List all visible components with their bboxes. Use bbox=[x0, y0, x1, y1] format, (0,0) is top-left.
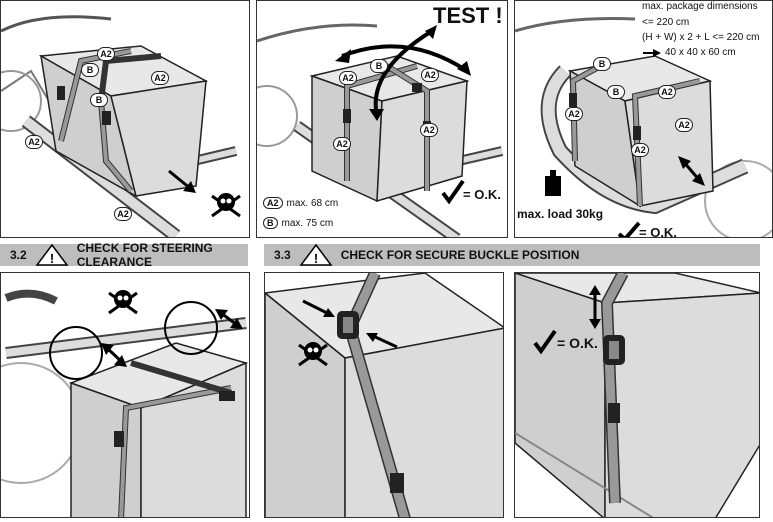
label-b: B bbox=[370, 59, 388, 73]
panel-steering-clearance bbox=[0, 272, 250, 518]
legend-code: A2 bbox=[263, 197, 283, 209]
section-bar-buckle: 3.3 ! CHECK FOR SECURE BUCKLE POSITION bbox=[264, 243, 760, 266]
legend-text: max. 75 cm bbox=[281, 217, 334, 229]
label-b: B bbox=[607, 85, 625, 99]
svg-text:!: ! bbox=[314, 251, 318, 266]
label-a2: A2 bbox=[658, 85, 676, 99]
warning-triangle-icon: ! bbox=[35, 243, 69, 266]
label-b: B bbox=[593, 57, 611, 71]
label-b: B bbox=[90, 93, 108, 107]
label-a2: A2 bbox=[420, 123, 438, 137]
panel-dimensions: max. package dimensions <= 220 cm (H + W… bbox=[514, 0, 773, 238]
test-label: TEST ! bbox=[433, 3, 503, 28]
section-title: CHECK FOR STEERING CLEARANCE bbox=[76, 241, 213, 269]
ok-label: = O.K. bbox=[463, 187, 501, 202]
label-a2: A2 bbox=[565, 107, 583, 121]
label-a2: A2 bbox=[333, 137, 351, 151]
panel-strap-overview: A2 A2 B B A2 A2 bbox=[0, 0, 250, 238]
label-a2: A2 bbox=[339, 71, 357, 85]
dims-line: <= 220 cm bbox=[642, 17, 690, 28]
dims-line: (H + W) x 2 + L <= 220 cm bbox=[642, 32, 760, 43]
skull-crossbones-icon bbox=[211, 193, 241, 218]
section-number: 3.2 bbox=[10, 248, 27, 262]
bike-box-strap-illustration bbox=[1, 15, 241, 237]
buckle-correct-position-illustration bbox=[515, 273, 759, 517]
svg-text:!: ! bbox=[50, 251, 54, 266]
panel-test: TEST ! A2 B A2 A2 A2 = O.K. A2 max. 68 c… bbox=[256, 0, 508, 238]
label-a2: A2 bbox=[97, 47, 115, 61]
legend-text: max. 68 cm bbox=[286, 197, 339, 209]
steering-clearance-illustration bbox=[1, 289, 249, 517]
trailer-box-illustration bbox=[515, 17, 772, 237]
checkmark-icon bbox=[533, 329, 557, 355]
warning-triangle-icon: ! bbox=[299, 243, 333, 266]
ok-label: = O.K. bbox=[639, 225, 677, 238]
label-a2: A2 bbox=[421, 68, 439, 82]
skull-crossbones-icon bbox=[108, 290, 138, 315]
section-bar-steering: 3.2 ! CHECK FOR STEERING CLEARANCE bbox=[0, 241, 248, 269]
label-a2: A2 bbox=[151, 71, 169, 85]
legend-code: B bbox=[263, 217, 278, 229]
section-title: CHECK FOR SECURE BUCKLE POSITION bbox=[340, 248, 580, 262]
skull-crossbones-icon bbox=[298, 342, 328, 367]
dims-line: 40 x 40 x 60 cm bbox=[665, 47, 736, 58]
max-load-label: max. load 30kg bbox=[517, 207, 604, 221]
label-a2: A2 bbox=[631, 143, 649, 157]
label-b: B bbox=[81, 63, 99, 77]
checkmark-icon bbox=[441, 179, 465, 205]
ok-label: = O.K. bbox=[557, 335, 598, 351]
label-a2: A2 bbox=[114, 207, 132, 221]
label-a2: A2 bbox=[675, 118, 693, 132]
checkmark-icon bbox=[617, 221, 641, 237]
buckle-wrong-position-illustration bbox=[265, 273, 503, 517]
weight-icon bbox=[545, 170, 561, 196]
section-number: 3.3 bbox=[274, 248, 291, 262]
dims-line: max. package dimensions bbox=[642, 1, 758, 12]
legend-a2: A2 max. 68 cm bbox=[263, 197, 338, 209]
legend-b: B max. 75 cm bbox=[263, 217, 333, 229]
panel-buckle-correct: = O.K. bbox=[514, 272, 760, 518]
panel-buckle-wrong bbox=[264, 272, 504, 518]
label-a2: A2 bbox=[25, 135, 43, 149]
